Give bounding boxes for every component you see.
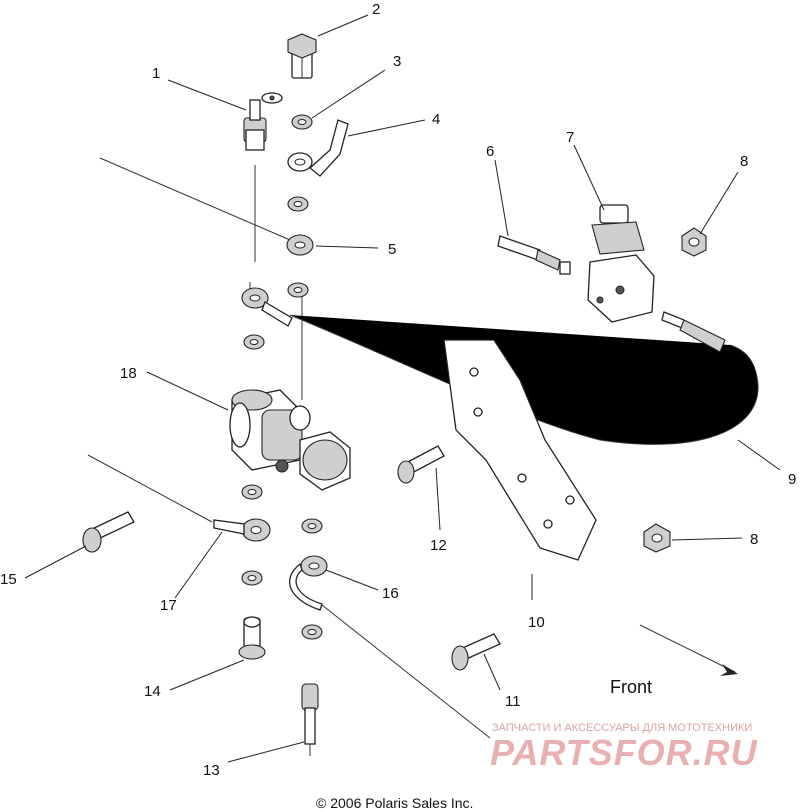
leader-lines	[24, 14, 781, 763]
part-5-banjo-fitting	[286, 234, 314, 256]
part-8-nut-upper	[681, 227, 707, 257]
callout-2: 2	[372, 1, 380, 18]
washer-stack	[241, 114, 323, 640]
callout-8-upper: 8	[740, 153, 748, 170]
callout-12: 12	[430, 537, 447, 554]
callout-10: 10	[528, 614, 545, 631]
callout-15: 15	[0, 571, 17, 588]
front-arrowhead	[720, 664, 738, 676]
part-1-bleeder-valve	[243, 92, 283, 151]
part-7-valve	[587, 204, 655, 323]
callout-7: 7	[566, 129, 574, 146]
callout-9: 9	[788, 471, 796, 488]
callout-6: 6	[486, 143, 494, 160]
watermark-tagline: ЗАПЧАСТИ И АКСЕССУАРЫ ДЛЯ МОТОТЕХНИКИ	[492, 722, 752, 734]
part-10-mounting-bracket	[443, 339, 597, 561]
callout-16: 16	[382, 585, 399, 602]
watermark-brand-logo: PARTSFOR.RU	[490, 732, 758, 773]
part-18-distribution-block	[229, 389, 351, 491]
part-15-bolt	[82, 511, 135, 553]
copyright-notice: © 2006 Polaris Sales Inc.	[316, 795, 473, 811]
callout-14: 14	[144, 683, 161, 700]
callout-18: 18	[120, 365, 137, 382]
part-16-banjo-line	[288, 555, 328, 611]
part-4-brake-line-end	[287, 119, 349, 177]
callout-8-lower: 8	[750, 531, 758, 548]
callout-numbers: 1 2 3 4 5 6 7 8 9 8 10 11 12 13 14 15 16…	[0, 1, 796, 779]
callout-1: 1	[152, 65, 160, 82]
callout-5: 5	[388, 241, 396, 258]
front-direction-label: Front	[610, 677, 652, 697]
part-8-nut-lower	[643, 523, 671, 553]
callout-13: 13	[203, 762, 220, 779]
part-17-banjo-fitting	[213, 518, 271, 542]
part-6-hose-fitting	[497, 235, 571, 275]
callout-4: 4	[432, 111, 440, 128]
part-13-fitting	[301, 683, 319, 756]
part-11-bolt	[451, 633, 501, 671]
callout-17: 17	[160, 597, 177, 614]
hose-right-fitting	[661, 311, 726, 353]
watermark: ЗАПЧАСТИ И АКСЕССУАРЫ ДЛЯ МОТОТЕХНИКИ PA…	[490, 722, 758, 773]
callout-11: 11	[505, 693, 521, 710]
part-12-bolt	[397, 445, 445, 484]
assembly-axes	[87, 157, 759, 739]
part-2-banjo-bolt	[287, 33, 317, 79]
banjo-with-tube	[241, 287, 293, 327]
part-14-bleeder-screw	[238, 616, 266, 660]
callout-3: 3	[393, 53, 401, 70]
